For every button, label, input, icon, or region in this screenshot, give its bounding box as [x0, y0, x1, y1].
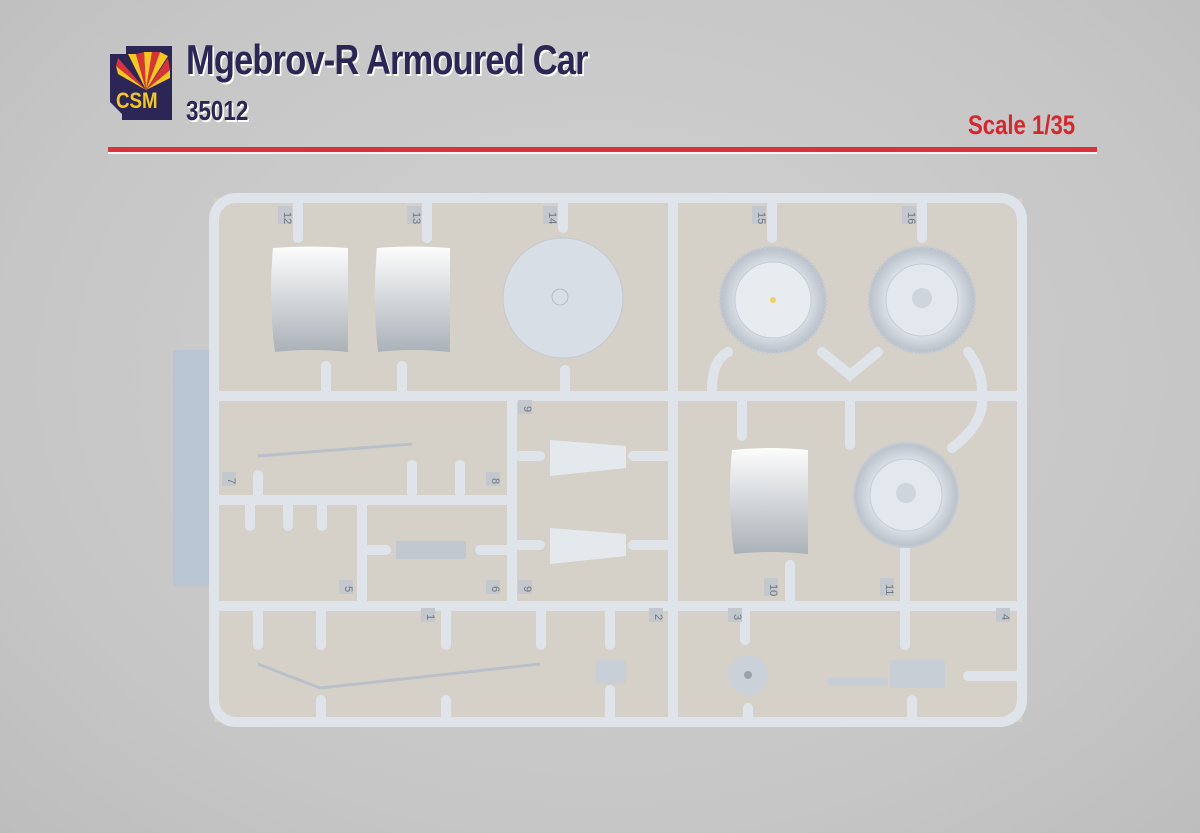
tag-7: 7 [225, 478, 237, 484]
tag-15: 15 [755, 212, 767, 224]
part-gun-assembly [828, 678, 888, 686]
tag-13: 13 [410, 212, 422, 224]
sprue-frame [209, 193, 1027, 727]
tag-6: 6 [489, 586, 501, 592]
part-armour-panel-12 [270, 246, 348, 352]
part-axle-rod [257, 662, 541, 690]
part-disc-14 [502, 237, 624, 359]
part-small-plate [596, 660, 626, 684]
part-armour-panel-13 [374, 246, 450, 352]
tag-11: 11 [883, 584, 895, 595]
sprue-side-tab [173, 350, 213, 586]
tag-5: 5 [342, 586, 354, 592]
tag-16: 16 [905, 212, 917, 224]
parts [257, 237, 977, 695]
tag-9-top: 9 [521, 406, 533, 412]
tag-8: 8 [489, 478, 501, 484]
tag-1: 1 [424, 614, 436, 620]
logo-brand-text: CSM [116, 88, 158, 113]
tag-12: 12 [281, 212, 293, 224]
tag-14: 14 [546, 212, 558, 224]
tag-3: 3 [731, 614, 743, 620]
scale-label: Scale 1/35 [968, 110, 1076, 140]
part-rod-upper [257, 442, 413, 458]
product-title: Mgebrov-R Armoured Car [186, 36, 588, 83]
tag-9-bottom: 9 [521, 586, 533, 592]
part-number-tags: 12 13 14 15 16 9 7 8 5 6 9 10 11 1 2 3 4 [222, 206, 1011, 622]
csm-logo [110, 46, 172, 120]
part-cone-lower [550, 528, 626, 564]
part-grille-plate [396, 541, 466, 559]
part-cone-upper [550, 440, 626, 476]
tag-2: 2 [652, 614, 664, 620]
tag-10: 10 [767, 584, 779, 596]
tag-4: 4 [999, 614, 1011, 620]
header-divider [108, 147, 1097, 152]
product-code: 35012 [186, 95, 249, 126]
part-armour-panel-10 [729, 448, 808, 554]
